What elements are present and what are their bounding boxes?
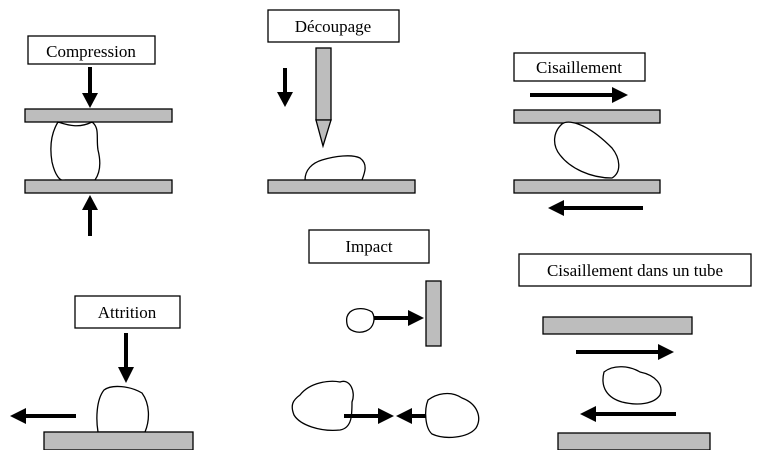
tube-particle — [602, 366, 662, 405]
impact-arrow-right — [374, 310, 424, 326]
cisaillement-tube-label-box — [518, 253, 752, 287]
attrition-label: Attrition — [98, 303, 157, 322]
tube-bottom-wall — [557, 432, 711, 450]
decoupage-arrow-down — [277, 68, 293, 107]
tube-arrow-right — [576, 344, 674, 360]
compression-panel: Compression — [24, 35, 173, 236]
tube-top-wall — [542, 316, 693, 335]
cisaillement-particle — [553, 121, 620, 179]
impact-wall — [425, 280, 442, 347]
compression-top-plate — [24, 108, 173, 123]
cisaillement-bottom-plate — [513, 179, 661, 194]
attrition-panel: Attrition — [10, 295, 194, 450]
cisaillement-label: Cisaillement — [536, 58, 622, 77]
attrition-label-box — [74, 295, 181, 329]
impact-left-particle — [291, 380, 354, 431]
cisaillement-label-box — [513, 52, 646, 82]
impact-small-particle — [345, 307, 375, 333]
cisaillement-arrow-right — [530, 87, 628, 103]
impact-label-box — [308, 229, 430, 264]
decoupage-panel: Découpage — [267, 9, 416, 194]
decoupage-particle — [304, 155, 366, 181]
cisaillement-top-plate — [513, 109, 661, 124]
decoupage-plate — [267, 179, 416, 194]
attrition-arrow-down — [118, 333, 134, 383]
compression-label-box — [27, 35, 156, 65]
tube-arrow-left — [580, 406, 676, 422]
impact-panel: Impact — [291, 229, 480, 439]
cisaillement-tube-panel: Cisaillement dans un tube — [518, 253, 752, 450]
attrition-arrow-left — [10, 408, 76, 424]
decoupage-label: Découpage — [295, 17, 371, 36]
compression-particle — [50, 121, 101, 181]
decoupage-label-box — [267, 9, 400, 43]
attrition-plate — [43, 431, 194, 450]
cisaillement-panel: Cisaillement — [513, 52, 661, 216]
cisaillement-arrow-left — [548, 200, 643, 216]
attrition-particle — [96, 385, 150, 433]
compression-arrow-up — [82, 195, 98, 236]
impact-arrow-converge-right — [344, 408, 394, 424]
impact-right-particle — [425, 392, 480, 439]
compression-arrow-down — [82, 67, 98, 108]
compression-label: Compression — [46, 42, 136, 61]
impact-label: Impact — [345, 237, 392, 256]
cutting-blade — [315, 47, 332, 149]
cisaillement-tube-label: Cisaillement dans un tube — [547, 261, 723, 280]
compression-bottom-plate — [24, 179, 173, 194]
